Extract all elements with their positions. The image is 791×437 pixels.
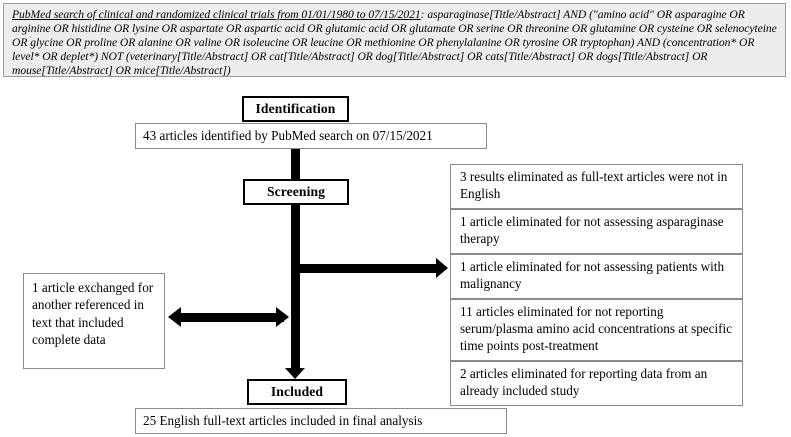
stage-label-screening: Screening [243, 179, 349, 205]
exchanged-article-box: 1 article exchanged for another referenc… [23, 273, 165, 369]
exclusion-reason-box: 11 articles eliminated for not reporting… [450, 299, 743, 361]
search-query-underlined-prefix: PubMed search of clinical and randomized… [12, 8, 421, 21]
connector-identification-to-screening [291, 149, 300, 180]
connector-screening-to-included [291, 204, 300, 371]
stage-label-included: Included [247, 379, 347, 405]
final-analysis-count-box: 25 English full-text articles included i… [135, 408, 507, 434]
arrowhead-down-icon [285, 368, 305, 379]
exclusion-reason-box: 3 results eliminated as full-text articl… [450, 164, 743, 209]
stage-label-identification: Identification [242, 96, 349, 122]
exclusion-reason-box: 1 article eliminated for not assessing p… [450, 254, 743, 299]
arrowhead-right-icon [436, 258, 448, 278]
arrowhead-right-icon [276, 307, 289, 327]
connector-screening-to-exclusions [296, 264, 438, 273]
search-query-remainder: : asparaginase[Title/Abstract] AND ("ami… [12, 8, 777, 78]
connector-exchange-bidirectional [180, 313, 284, 322]
exclusion-reason-box: 1 article eliminated for not assessing a… [450, 209, 743, 254]
exclusion-reason-box: 2 articles eliminated for reporting data… [450, 361, 743, 406]
identified-count-box: 43 articles identified by PubMed search … [135, 123, 487, 149]
search-query-panel: PubMed search of clinical and randomized… [3, 3, 786, 77]
search-query-text: PubMed search of clinical and randomized… [12, 8, 779, 78]
arrowhead-left-icon [168, 307, 181, 327]
